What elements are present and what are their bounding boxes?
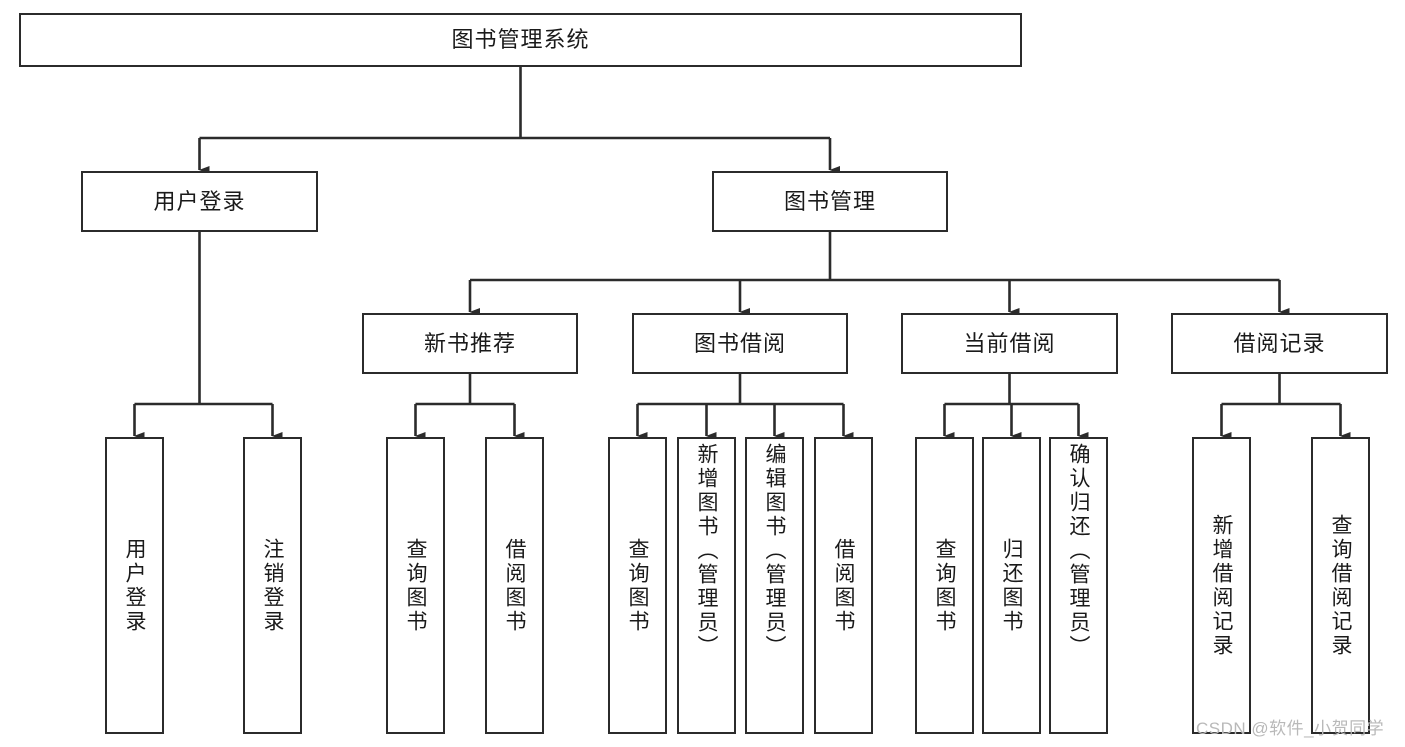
node-leaf-add[interactable]: 新增图书（管理员） <box>677 437 736 734</box>
node-leaf-q2[interactable]: 查询图书 <box>608 437 667 734</box>
node-root[interactable]: 图书管理系统 <box>19 13 1022 67</box>
node-leaf-addrec[interactable]: 新增借阅记录 <box>1192 437 1251 734</box>
node-leaf-login[interactable]: 用户登录 <box>105 437 164 734</box>
node-leaf-ret[interactable]: 归还图书 <box>982 437 1041 734</box>
node-label: 编辑图书（管理员） <box>763 443 786 659</box>
node-leaf-q3[interactable]: 查询图书 <box>915 437 974 734</box>
node-label: 借阅图书 <box>503 537 526 634</box>
node-label: 借阅图书 <box>832 537 855 634</box>
node-label: 注销登录 <box>261 537 284 634</box>
node-leaf-b2[interactable]: 借阅图书 <box>814 437 873 734</box>
node-current[interactable]: 当前借阅 <box>901 313 1118 374</box>
node-label: 当前借阅 <box>963 330 1056 356</box>
node-label: 确认归还（管理员） <box>1067 443 1090 659</box>
node-leaf-logout[interactable]: 注销登录 <box>243 437 302 734</box>
node-label: 查询图书 <box>626 537 649 634</box>
node-label: 借阅记录 <box>1233 330 1326 356</box>
node-label: 新增借阅记录 <box>1210 513 1233 658</box>
node-label: 图书管理 <box>783 188 876 214</box>
node-newbook[interactable]: 新书推荐 <box>362 313 578 374</box>
node-label: 归还图书 <box>1000 537 1023 634</box>
node-bookmgmt[interactable]: 图书管理 <box>712 171 948 232</box>
node-leaf-q1[interactable]: 查询图书 <box>386 437 445 734</box>
node-leaf-conf[interactable]: 确认归还（管理员） <box>1049 437 1108 734</box>
node-label: 图书管理系统 <box>451 27 590 53</box>
node-label: 用户登录 <box>123 537 146 634</box>
node-label: 图书借阅 <box>693 330 786 356</box>
node-leaf-b1[interactable]: 借阅图书 <box>485 437 544 734</box>
node-leaf-qrec[interactable]: 查询借阅记录 <box>1311 437 1370 734</box>
node-label: 查询图书 <box>933 537 956 634</box>
node-label: 查询图书 <box>404 537 427 634</box>
node-login[interactable]: 用户登录 <box>81 171 318 232</box>
node-label: 用户登录 <box>153 188 246 214</box>
node-borrow[interactable]: 图书借阅 <box>632 313 848 374</box>
node-label: 新书推荐 <box>423 330 516 356</box>
node-leaf-edit[interactable]: 编辑图书（管理员） <box>745 437 804 734</box>
node-records[interactable]: 借阅记录 <box>1171 313 1388 374</box>
node-label: 查询借阅记录 <box>1329 513 1352 658</box>
node-label: 新增图书（管理员） <box>695 443 718 659</box>
